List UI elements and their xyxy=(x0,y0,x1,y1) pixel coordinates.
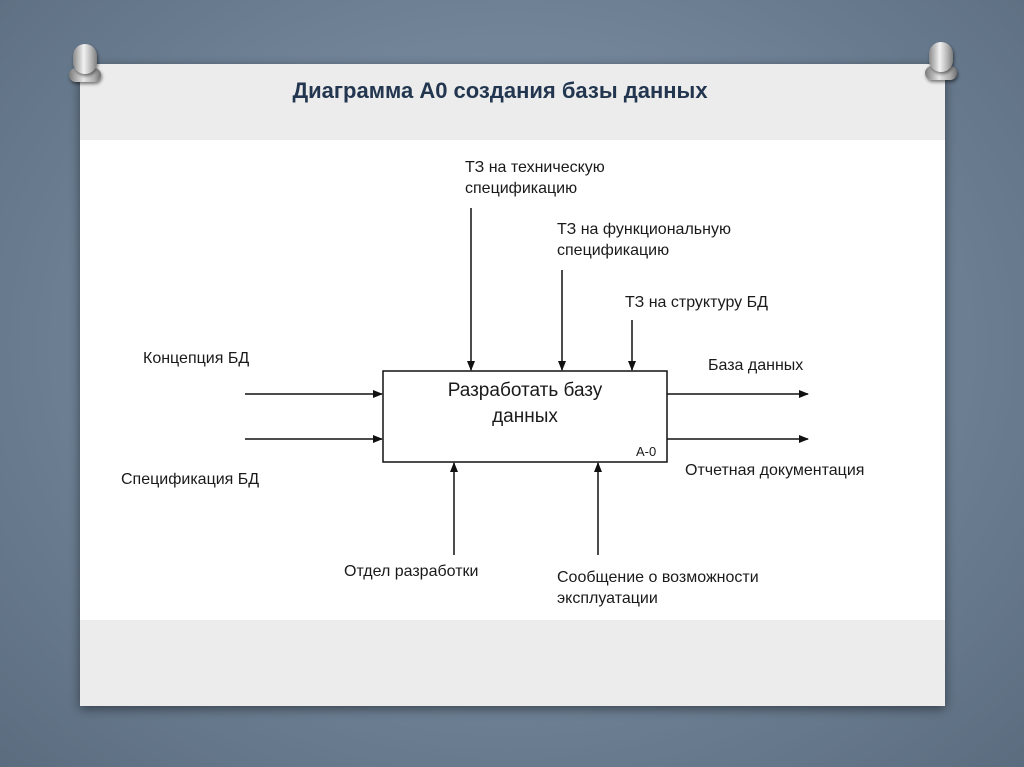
activity-code: А-0 xyxy=(636,444,657,459)
pushpin-left-icon xyxy=(69,44,101,84)
output-label-2: Отчетная документация xyxy=(685,462,865,479)
control-label-2-line2: спецификацию xyxy=(557,242,670,259)
input-label-1: Концепция БД xyxy=(143,350,250,367)
pushpin-right-icon xyxy=(925,42,957,82)
slide-title: Диаграмма А0 создания базы данных xyxy=(292,78,708,103)
activity-label-line1: Разработать базу xyxy=(447,380,603,401)
activity-label: Разработать базу данных xyxy=(383,378,667,430)
control-label-1-line2: спецификацию xyxy=(465,180,578,197)
mechanism-label-2-line1: Сообщение о возможности xyxy=(557,569,759,586)
control-label-3: ТЗ на структуру БД xyxy=(625,294,768,311)
activity-box xyxy=(382,370,668,463)
mechanism-label-1: Отдел разработки xyxy=(344,563,479,580)
control-label-1-line1: ТЗ на техническую xyxy=(465,159,605,176)
activity-label-line2: данных xyxy=(492,406,558,427)
mechanism-label-2: Сообщение о возможности эксплуатации xyxy=(557,567,759,609)
mechanism-label-2-line2: эксплуатации xyxy=(557,590,658,607)
control-label-1: ТЗ на техническую спецификацию xyxy=(465,157,605,199)
control-label-2: ТЗ на функциональную спецификацию xyxy=(557,219,731,261)
output-label-1: База данных xyxy=(708,357,804,374)
control-label-2-line1: ТЗ на функциональную xyxy=(557,221,731,238)
input-label-2: Спецификация БД xyxy=(121,471,260,488)
